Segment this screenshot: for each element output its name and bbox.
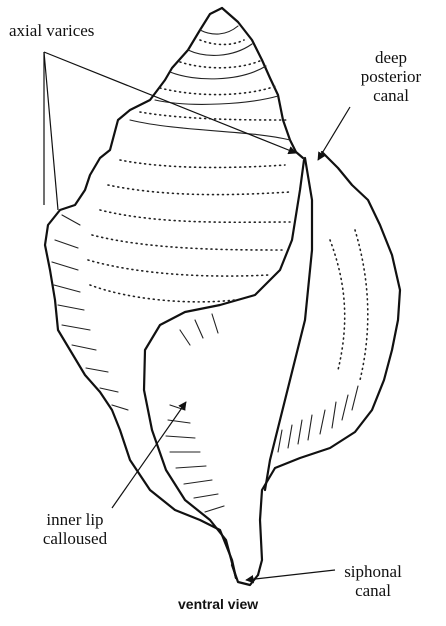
outer-lip-stipple — [330, 230, 368, 380]
leader-posterior-canal — [318, 107, 350, 160]
label-inner-lip-calloused: inner lip calloused — [15, 510, 135, 548]
label-line: inner lip — [15, 510, 135, 529]
label-axial-varices: axial varices — [9, 21, 94, 40]
leader-axial-varices-3 — [44, 52, 296, 153]
label-line: canal — [345, 86, 437, 105]
caption-ventral-view: ventral view — [178, 596, 258, 612]
shell-outline — [45, 8, 236, 578]
leader-axial-varices-2 — [44, 52, 58, 210]
label-line: siphonal — [328, 562, 418, 581]
outer-lip-teeth — [278, 386, 358, 452]
body-stipple — [88, 40, 290, 302]
aperture-edge — [265, 158, 312, 490]
outer-lip — [258, 152, 400, 575]
label-deep-posterior-canal: deep posterior canal — [345, 48, 437, 105]
label-line: deep — [345, 48, 437, 67]
siphonal-canal-tips — [232, 565, 258, 585]
label-line: calloused — [15, 529, 135, 548]
label-line: canal — [328, 581, 418, 600]
label-line: posterior — [345, 67, 437, 86]
label-siphonal-canal: siphonal canal — [328, 562, 418, 600]
